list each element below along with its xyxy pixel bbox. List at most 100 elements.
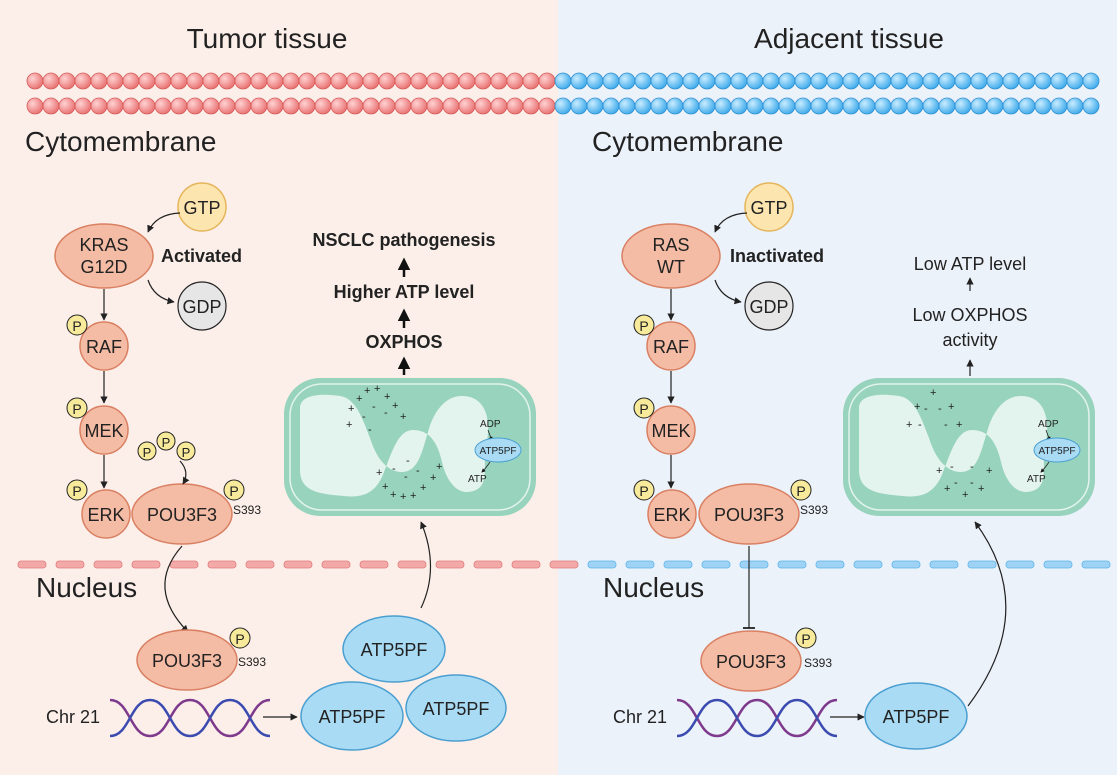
adjacent-phospho-erk: P xyxy=(633,479,655,501)
adjacent-gdp-node xyxy=(744,281,794,331)
adjacent-ras-label-2: WT xyxy=(657,257,685,277)
membrane-bead xyxy=(682,72,700,90)
membrane-bead xyxy=(442,97,460,115)
tumor-title: Tumor tissue xyxy=(187,23,348,54)
membrane-bead xyxy=(826,72,844,90)
membrane-bead xyxy=(314,97,332,115)
svg-text:+: + xyxy=(400,491,406,503)
membrane-bead xyxy=(938,72,956,90)
svg-text:P: P xyxy=(801,631,810,647)
nuclear-envelope-dash xyxy=(245,560,275,569)
membrane-bead xyxy=(666,97,684,115)
membrane-bead xyxy=(122,97,140,115)
tumor-raf-node xyxy=(79,321,129,371)
svg-text:P: P xyxy=(72,401,81,417)
membrane-bead xyxy=(394,97,412,115)
membrane-bead xyxy=(106,72,124,90)
svg-text:+: + xyxy=(364,385,370,397)
membrane-bead xyxy=(1050,72,1068,90)
tumor-translocation-arrow xyxy=(164,545,189,633)
membrane-bead xyxy=(602,97,620,115)
membrane-bead xyxy=(794,97,812,115)
tumor-phospho-transfer: P P P xyxy=(137,431,196,485)
nuclear-envelope-dash xyxy=(815,560,845,569)
svg-text:-: - xyxy=(924,403,928,415)
membrane-bead xyxy=(650,72,668,90)
membrane-bead xyxy=(954,97,972,115)
membrane-bead xyxy=(426,72,444,90)
svg-text:P: P xyxy=(639,318,648,334)
membrane-bead xyxy=(330,97,348,115)
tumor-atp5pf-node-1 xyxy=(342,615,446,683)
membrane-bead xyxy=(218,72,236,90)
svg-text:P: P xyxy=(72,483,81,499)
svg-text:-: - xyxy=(970,477,974,489)
adjacent-state-label: Inactivated xyxy=(730,246,824,266)
adjacent-atp5pf-node xyxy=(864,682,968,750)
membrane-bead xyxy=(650,97,668,115)
tumor-gdp-node xyxy=(177,281,227,331)
membrane-bead xyxy=(506,97,524,115)
svg-text:+: + xyxy=(346,419,352,431)
membrane-bead xyxy=(698,97,716,115)
nuclear-envelope-dash xyxy=(17,560,47,569)
svg-text:+: + xyxy=(906,419,912,431)
nuclear-envelope-dash xyxy=(55,560,85,569)
tumor-import-arrow xyxy=(420,521,432,609)
tumor-gdp-arrow xyxy=(147,279,175,305)
tumor-atp5pf-label-3: ATP5PF xyxy=(423,699,490,719)
svg-text:+: + xyxy=(430,472,436,484)
membrane-bead xyxy=(906,97,924,115)
membrane-bead xyxy=(890,97,908,115)
adjacent-nucleus-pou3f3-node xyxy=(700,630,802,692)
svg-text:P: P xyxy=(143,445,152,460)
membrane-bead xyxy=(794,72,812,90)
membrane-bead xyxy=(218,97,236,115)
membrane-bead xyxy=(490,97,508,115)
membrane-bead xyxy=(970,97,988,115)
membrane-bead xyxy=(778,97,796,115)
nuclear-envelope-dash xyxy=(283,560,313,569)
adjacent-ras-label-1: RAS xyxy=(652,235,689,255)
membrane-bead xyxy=(346,97,364,115)
tumor-kras-label-1: KRAS xyxy=(79,235,128,255)
nuclear-envelope-dash xyxy=(473,560,503,569)
tumor-atp5pf-label-1: ATP5PF xyxy=(361,640,428,660)
tumor-atp5pf-node-2 xyxy=(300,681,404,751)
membrane-bead xyxy=(170,72,188,90)
membrane-bead xyxy=(122,72,140,90)
tumor-gtp-arrow xyxy=(147,212,181,233)
svg-text:+: + xyxy=(400,411,406,423)
svg-text:-: - xyxy=(954,477,958,489)
membrane-bead xyxy=(570,72,588,90)
adjacent-mito-atp: ATP xyxy=(1027,474,1046,485)
svg-text:-: - xyxy=(404,471,408,483)
membrane-bead xyxy=(618,97,636,115)
membrane-bead xyxy=(298,72,316,90)
nuclear-envelope-dash xyxy=(587,560,617,569)
tumor-dna-helix xyxy=(109,698,271,738)
membrane-bead xyxy=(138,72,156,90)
membrane-bead xyxy=(858,72,876,90)
membrane-bead xyxy=(586,97,604,115)
adjacent-gtp-arrow xyxy=(714,212,748,233)
membrane-bead xyxy=(458,72,476,90)
membrane-bead xyxy=(538,72,556,90)
membrane-bead xyxy=(362,72,380,90)
tumor-mito-atp5pf: ATP5PF xyxy=(479,446,516,457)
membrane-bead xyxy=(442,72,460,90)
adjacent-dna-helix xyxy=(676,698,838,738)
membrane-bead xyxy=(202,97,220,115)
adjacent-nucleus-pou3f3-label: POU3F3 xyxy=(716,652,786,672)
membrane-bead xyxy=(1034,72,1052,90)
svg-text:+: + xyxy=(376,467,382,479)
svg-text:+: + xyxy=(962,489,968,501)
tumor-mitochondrion: ++++++++ ---- ++++++++ ---- ADP ATP5PF A… xyxy=(284,378,536,516)
svg-text:+: + xyxy=(348,403,354,415)
svg-text:P: P xyxy=(162,435,171,450)
svg-text:+: + xyxy=(392,400,398,412)
membrane-bead xyxy=(1018,72,1036,90)
nuclear-envelope-dash xyxy=(701,560,731,569)
tumor-mito-adp: ADP xyxy=(480,419,501,430)
